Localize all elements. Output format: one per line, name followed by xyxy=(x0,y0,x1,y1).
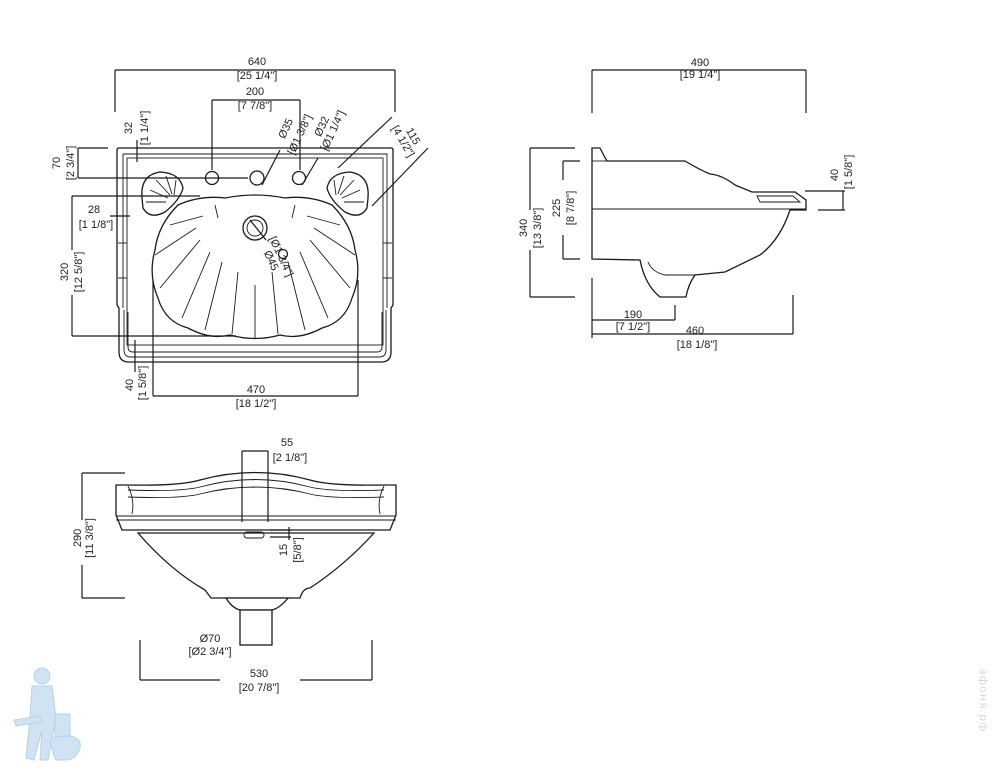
front-rim-details xyxy=(116,479,396,539)
drain-inner xyxy=(246,219,264,237)
dim-side-40-in: [1 5/8"] xyxy=(843,155,855,189)
top-view-dimension-lines xyxy=(71,69,429,397)
dim-530: 530 xyxy=(250,668,268,680)
dim-320: 320 xyxy=(59,263,71,281)
front-bowl xyxy=(136,532,376,599)
dim-340-in: [13 3/8"] xyxy=(532,208,544,249)
front-view-dimension-lines xyxy=(81,450,373,681)
dim-490-in: [19 1/4"] xyxy=(680,69,721,81)
overflow-hole xyxy=(277,248,289,260)
sink-side-profile xyxy=(591,147,807,298)
front-waste-neck xyxy=(224,597,290,611)
dim-470: 470 xyxy=(247,384,265,396)
dim-530-in: [20 7/8"] xyxy=(239,682,280,694)
dim-190-in: [7 1/2"] xyxy=(616,321,650,333)
shell-ornament-left xyxy=(141,171,184,216)
dim-28-in: [1 1/8"] xyxy=(79,219,113,231)
dim-d70: Ø70 xyxy=(200,633,221,645)
side-view-dimension-labels: 490 [19 1/4"] 340 [13 3/8"] 225 [8 7/8"]… xyxy=(518,57,855,351)
dim-320-in: [12 5/8"] xyxy=(73,252,85,293)
side-view: 490 [19 1/4"] 340 [13 3/8"] 225 [8 7/8"]… xyxy=(518,57,855,351)
side-view-dimension-lines xyxy=(529,69,845,338)
side-details xyxy=(647,195,802,276)
dim-32-in: [1 1/4"] xyxy=(139,111,151,145)
dim-340: 340 xyxy=(518,219,530,237)
front-rim xyxy=(115,471,397,531)
dim-15: 15 xyxy=(278,544,290,556)
dim-225-in: [8 7/8"] xyxy=(565,191,577,225)
dim-460-in: [18 1/8"] xyxy=(677,339,718,351)
front-view: 290 [11 3/8"] 55 [2 1/8"] 15 [5/8"] Ø70 … xyxy=(72,437,397,694)
dim-470-in: [18 1/2"] xyxy=(236,398,277,410)
dim-70-in: [2 3/4"] xyxy=(65,146,77,180)
front-view-dimension-labels: 290 [11 3/8"] 55 [2 1/8"] 15 [5/8"] Ø70 … xyxy=(72,437,307,694)
top-view: 640 [25 1/4"] 200 [7 7/8"] Ø35 [Ø1 3/8"]… xyxy=(51,56,429,410)
dim-28: 28 xyxy=(88,204,100,216)
dim-200: 200 xyxy=(246,86,264,98)
dim-290-in: [11 3/8"] xyxy=(84,518,96,558)
dim-side-40: 40 xyxy=(829,169,841,181)
dim-32: 32 xyxy=(123,122,135,134)
dim-460: 460 xyxy=(686,325,704,337)
dim-490: 490 xyxy=(691,57,709,69)
top-view-dimension-labels: 640 [25 1/4"] 200 [7 7/8"] Ø35 [Ø1 3/8"]… xyxy=(51,56,422,410)
basin-shell xyxy=(151,194,359,340)
dim-15-in: [5/8"] xyxy=(292,537,304,562)
dim-d70-in: [Ø2 3/4"] xyxy=(188,646,231,658)
dim-640-in: [25 1/4"] xyxy=(237,70,278,82)
shell-ornament-right xyxy=(326,171,369,216)
dim-290: 290 xyxy=(72,529,84,547)
watermark-text: афоня.рф xyxy=(977,668,990,733)
dim-225: 225 xyxy=(551,199,563,217)
dim-40-in: [1 5/8"] xyxy=(137,366,149,400)
dim-70: 70 xyxy=(51,157,63,169)
dim-640: 640 xyxy=(248,56,266,68)
dim-55: 55 xyxy=(281,437,293,449)
tap-hole-center xyxy=(249,170,265,186)
dim-190: 190 xyxy=(624,309,642,321)
plumber-mascot-logo xyxy=(13,667,81,761)
dim-40: 40 xyxy=(124,379,136,391)
front-waste-pipe xyxy=(239,609,273,646)
dim-200-in: [7 7/8"] xyxy=(238,100,272,112)
dim-55-in: [2 1/8"] xyxy=(273,452,307,464)
